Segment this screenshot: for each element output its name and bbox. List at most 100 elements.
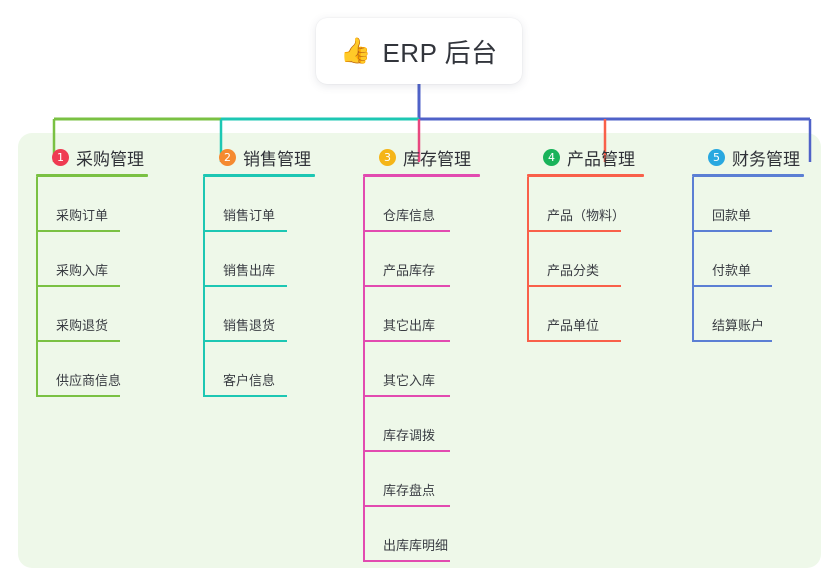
leaf-node-underline	[38, 395, 120, 397]
leaf-node-underline	[38, 340, 120, 342]
branch-underline	[692, 174, 804, 177]
leaf-node-underline	[694, 230, 772, 232]
leaf-node[interactable]: 库存盘点	[363, 452, 513, 507]
leaf-node-underline	[205, 230, 287, 232]
leaf-node-underline	[365, 450, 450, 452]
leaf-node-label: 产品分类	[547, 263, 600, 278]
leaf-node-label: 销售订单	[223, 208, 276, 223]
leaf-node[interactable]: 其它入库	[363, 342, 513, 397]
leaf-node[interactable]: 产品库存	[363, 232, 513, 287]
branch-number-badge: 4	[543, 148, 560, 166]
leaf-node-label: 出库库明细	[383, 538, 449, 553]
leaf-node[interactable]: 其它出库	[363, 287, 513, 342]
branch-spine	[363, 177, 365, 562]
leaf-node-underline	[694, 340, 772, 342]
leaf-node-underline	[365, 285, 450, 287]
branch-column-1: 1 采购管理采购订单采购入库采购退货供应商信息	[36, 145, 186, 397]
branch-underline	[36, 174, 148, 177]
branch-header-1[interactable]: 1 采购管理	[36, 145, 186, 169]
branch-column-5: 5 财务管理回款单付款单结算账户	[692, 145, 824, 342]
leaf-node[interactable]: 产品分类	[527, 232, 679, 287]
leaf-node-label: 库存盘点	[383, 483, 436, 498]
leaf-node-underline	[365, 395, 450, 397]
leaf-node-label: 供应商信息	[56, 373, 122, 388]
branch-header-2[interactable]: 2 销售管理	[203, 145, 353, 169]
leaf-node-underline	[529, 340, 621, 342]
leaf-node[interactable]: 采购退货	[36, 287, 186, 342]
leaf-node-label: 仓库信息	[383, 208, 436, 223]
branch-number-badge: 3	[379, 148, 396, 166]
leaf-node[interactable]: 销售出库	[203, 232, 353, 287]
leaf-node-label: 销售退货	[223, 318, 276, 333]
branch-underline	[363, 174, 480, 177]
thumbs-up-icon: 👍	[340, 36, 372, 65]
branch-header-3[interactable]: 3 库存管理	[363, 145, 513, 169]
leaf-node-underline	[365, 230, 450, 232]
leaf-node-label: 采购入库	[56, 263, 109, 278]
leaf-node-label: 库存调拨	[383, 428, 436, 443]
leaf-node[interactable]: 回款单	[692, 177, 824, 232]
leaf-node-underline	[205, 340, 287, 342]
leaf-node-label: 采购订单	[56, 208, 109, 223]
leaf-node[interactable]: 仓库信息	[363, 177, 513, 232]
branch-title: 财务管理	[732, 149, 800, 169]
leaf-node-underline	[365, 340, 450, 342]
branch-spine	[203, 177, 205, 397]
root-node[interactable]: 👍 ERP 后台	[316, 18, 522, 84]
branch-title: 采购管理	[76, 149, 144, 169]
branch-column-3: 3 库存管理仓库信息产品库存其它出库其它入库库存调拨库存盘点出库库明细	[363, 145, 513, 562]
leaf-node[interactable]: 采购入库	[36, 232, 186, 287]
leaf-node-label: 客户信息	[223, 373, 276, 388]
leaf-node[interactable]: 销售退货	[203, 287, 353, 342]
branch-title: 库存管理	[403, 149, 471, 169]
leaf-node[interactable]: 库存调拨	[363, 397, 513, 452]
branch-column-2: 2 销售管理销售订单销售出库销售退货客户信息	[203, 145, 353, 397]
branch-items: 仓库信息产品库存其它出库其它入库库存调拨库存盘点出库库明细	[363, 177, 513, 562]
leaf-node[interactable]: 客户信息	[203, 342, 353, 397]
branch-spine	[527, 177, 529, 342]
leaf-node[interactable]: 出库库明细	[363, 507, 513, 562]
leaf-node[interactable]: 采购订单	[36, 177, 186, 232]
leaf-node-underline	[365, 560, 450, 562]
leaf-node[interactable]: 销售订单	[203, 177, 353, 232]
leaf-node-underline	[694, 285, 772, 287]
leaf-node-underline	[365, 505, 450, 507]
branch-spine	[36, 177, 38, 397]
leaf-node-label: 销售出库	[223, 263, 276, 278]
leaf-node-label: 回款单	[712, 208, 752, 223]
leaf-node-underline	[38, 285, 120, 287]
leaf-node-label: 其它入库	[383, 373, 436, 388]
leaf-node-label: 产品库存	[383, 263, 436, 278]
branch-title: 销售管理	[243, 149, 311, 169]
leaf-node[interactable]: 产品（物料）	[527, 177, 679, 232]
branch-underline	[527, 174, 644, 177]
branch-number-badge: 1	[52, 148, 69, 166]
leaf-node-label: 产品单位	[547, 318, 600, 333]
leaf-node-label: 付款单	[712, 263, 752, 278]
leaf-node-label: 结算账户	[712, 318, 765, 333]
branch-underline	[203, 174, 315, 177]
leaf-node[interactable]: 结算账户	[692, 287, 824, 342]
leaf-node-label: 产品（物料）	[547, 208, 626, 223]
leaf-node-underline	[529, 285, 621, 287]
branch-header-5[interactable]: 5 财务管理	[692, 145, 824, 169]
branch-items: 销售订单销售出库销售退货客户信息	[203, 177, 353, 397]
branch-number-badge: 5	[708, 148, 725, 166]
branch-items: 回款单付款单结算账户	[692, 177, 824, 342]
leaf-node-underline	[38, 230, 120, 232]
branch-items: 采购订单采购入库采购退货供应商信息	[36, 177, 186, 397]
leaf-node-label: 采购退货	[56, 318, 109, 333]
leaf-node-label: 其它出库	[383, 318, 436, 333]
leaf-node[interactable]: 付款单	[692, 232, 824, 287]
root-node-label: ERP 后台	[382, 37, 498, 68]
branch-items: 产品（物料） 产品分类产品单位	[527, 177, 679, 342]
leaf-node-underline	[205, 285, 287, 287]
leaf-node-underline	[205, 395, 287, 397]
leaf-node-underline	[529, 230, 621, 232]
leaf-node[interactable]: 供应商信息	[36, 342, 186, 397]
branch-number-badge: 2	[219, 148, 236, 166]
leaf-node[interactable]: 产品单位	[527, 287, 679, 342]
